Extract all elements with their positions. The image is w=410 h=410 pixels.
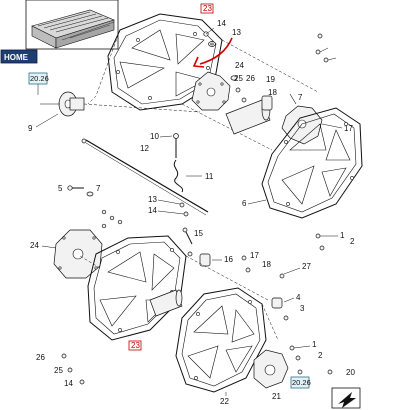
callout-23-top-box bbox=[200, 3, 214, 14]
spring-11 bbox=[173, 159, 202, 193]
bolt-2-mid bbox=[319, 245, 325, 251]
shaft-tube-lower bbox=[149, 289, 183, 317]
svg-text:25: 25 bbox=[234, 74, 243, 83]
bushing-4 bbox=[271, 297, 283, 309]
next-arrow-icon[interactable] bbox=[331, 387, 361, 409]
svg-text:24: 24 bbox=[235, 61, 244, 70]
bolt-1-bottom bbox=[289, 345, 295, 351]
section-ref-bottom[interactable]: 20.26 bbox=[290, 376, 311, 389]
bolt-5 bbox=[67, 185, 84, 191]
svg-text:19: 19 bbox=[266, 75, 275, 84]
svg-text:26: 26 bbox=[246, 74, 255, 83]
svg-text:13: 13 bbox=[148, 195, 157, 204]
svg-text:26: 26 bbox=[36, 353, 45, 362]
callout-23-bottom-box bbox=[128, 340, 142, 351]
svg-text:20: 20 bbox=[346, 368, 355, 377]
bolt-mid-small bbox=[187, 251, 193, 257]
assembly-thumbnail[interactable] bbox=[25, 0, 119, 50]
svg-text:18: 18 bbox=[262, 260, 271, 269]
bolt-14-top bbox=[203, 27, 215, 37]
svg-text:14: 14 bbox=[217, 19, 226, 28]
hub-flange-24 bbox=[53, 229, 103, 279]
section-ref-top-label: 20.26 bbox=[30, 74, 49, 83]
bolt-25-bottom bbox=[67, 367, 73, 373]
bushing-19 bbox=[261, 95, 273, 111]
svg-text:13: 13 bbox=[232, 28, 241, 37]
svg-text:16: 16 bbox=[224, 255, 233, 264]
rear-frame-bottom bbox=[87, 235, 187, 341]
indicator-arrow bbox=[199, 37, 233, 65]
svg-text:2: 2 bbox=[350, 237, 355, 246]
svg-text:14: 14 bbox=[148, 206, 157, 215]
svg-text:2: 2 bbox=[318, 351, 323, 360]
pin-7-top bbox=[289, 93, 297, 105]
callout-23-top: 23 bbox=[203, 4, 212, 13]
bolt-14-mid bbox=[183, 211, 189, 217]
svg-text:17: 17 bbox=[344, 124, 353, 133]
svg-text:10: 10 bbox=[150, 132, 159, 141]
bolt-bottom-small bbox=[297, 369, 303, 375]
svg-text:6: 6 bbox=[242, 199, 247, 208]
nut-26-top bbox=[241, 97, 247, 103]
svg-text:24: 24 bbox=[30, 241, 39, 250]
svg-text:1: 1 bbox=[312, 340, 317, 349]
washer-7-left bbox=[86, 191, 94, 197]
tie-rod-12 bbox=[81, 138, 209, 216]
flange-17-top bbox=[281, 105, 323, 145]
svg-text:5: 5 bbox=[58, 184, 63, 193]
side-frame-22 bbox=[175, 287, 267, 393]
bolt-1-top bbox=[315, 47, 329, 55]
bolt-14-bottom bbox=[79, 379, 85, 385]
bolt-15 bbox=[182, 227, 193, 245]
home-button[interactable]: HOME bbox=[0, 49, 38, 64]
svg-text:7: 7 bbox=[96, 184, 101, 193]
bolt-27 bbox=[279, 273, 285, 279]
home-label: HOME bbox=[4, 53, 29, 62]
bolt-2-bottom bbox=[295, 355, 301, 361]
hub-flange-21 bbox=[253, 349, 289, 389]
nut-26-bottom bbox=[61, 353, 67, 359]
bolts-cluster-left bbox=[101, 209, 123, 229]
hub-flange-8 bbox=[191, 71, 231, 111]
svg-text:12: 12 bbox=[140, 144, 149, 153]
svg-text:15: 15 bbox=[194, 229, 203, 238]
svg-text:3: 3 bbox=[300, 304, 305, 313]
svg-text:17: 17 bbox=[250, 251, 259, 260]
svg-text:1: 1 bbox=[340, 231, 345, 240]
svg-text:9: 9 bbox=[28, 124, 33, 133]
bolt-3 bbox=[283, 315, 289, 321]
svg-text:7: 7 bbox=[298, 93, 303, 102]
svg-text:11: 11 bbox=[205, 172, 214, 181]
svg-text:4: 4 bbox=[296, 293, 301, 302]
bolt-top-small bbox=[317, 33, 323, 39]
svg-text:27: 27 bbox=[302, 262, 311, 271]
svg-text:21: 21 bbox=[272, 392, 281, 401]
washer-24-top bbox=[230, 75, 238, 81]
bolt-10 bbox=[173, 133, 179, 158]
bolt-2-top bbox=[323, 57, 337, 63]
washer-top bbox=[208, 41, 216, 47]
bolt-17-mid bbox=[241, 255, 247, 261]
bolt-18-mid bbox=[245, 267, 251, 273]
bearing-hub-9 bbox=[35, 91, 85, 128]
svg-text:18: 18 bbox=[268, 88, 277, 97]
svg-text:14: 14 bbox=[64, 379, 73, 388]
side-frame-6 bbox=[261, 107, 363, 219]
svg-text:22: 22 bbox=[220, 397, 229, 406]
section-ref-top[interactable]: 20.26 bbox=[28, 72, 49, 85]
section-ref-bottom-label: 20.26 bbox=[292, 378, 311, 387]
bolt-1-mid bbox=[315, 233, 321, 239]
bolt-13-mid bbox=[179, 202, 185, 208]
callout-23-bottom: 23 bbox=[131, 341, 140, 350]
bolt-25-top bbox=[235, 87, 241, 93]
svg-text:25: 25 bbox=[54, 366, 63, 375]
bolt-20 bbox=[327, 369, 333, 375]
